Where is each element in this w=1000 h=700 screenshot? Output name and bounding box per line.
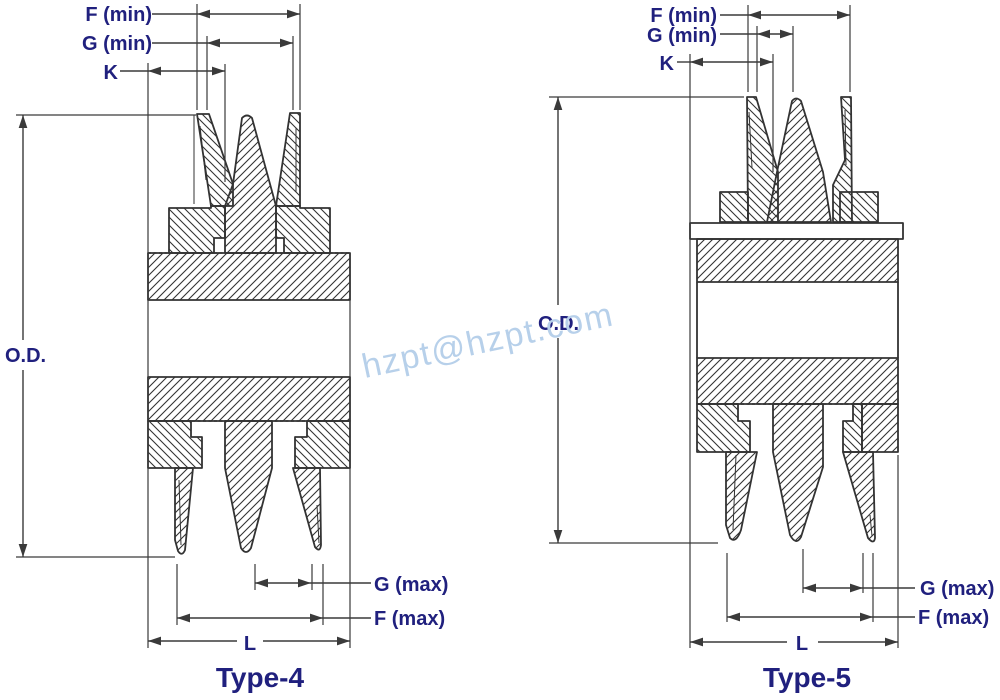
type5-top-right-flange-blade (832, 96, 853, 223)
type4-upper-left-hub-block (168, 205, 226, 254)
type4-upper-right-hub-block (275, 205, 331, 254)
type4-dim-label-od: O.D. (5, 345, 46, 367)
type5-extension-lines (549, 5, 899, 648)
type5-lower-rim (696, 357, 899, 405)
type5-bottom-left-flange-blade (725, 451, 758, 541)
pulley-type4-drawing: F (min) G (min) K O.D. G (max) F (max) L… (5, 4, 448, 693)
type4-dim-label-f-min: F (min) (85, 4, 152, 26)
type5-lower-left-hub-block (696, 403, 751, 453)
type5-fine-detail-lines (732, 109, 873, 537)
type4-dim-label-k: K (104, 62, 119, 84)
type5-upper-left-hub-block (719, 191, 749, 223)
type5-lower-right-hub-block (842, 403, 863, 453)
type5-bottom-center-cone (772, 403, 824, 542)
type4-dim-label-f-max: F (max) (374, 608, 445, 630)
type5-bottom-right-flange-blade (842, 451, 876, 543)
type4-bottom-right-flange-blade (292, 467, 322, 551)
type4-body (147, 112, 351, 555)
type4-caption: Type-4 (216, 662, 305, 693)
type4-upper-rim (147, 252, 351, 301)
type5-labels: F (min) G (min) K O.D. G (max) F (max) L… (538, 5, 994, 693)
type4-bottom-left-flange-blade (174, 467, 194, 555)
type4-top-left-flange-blade (196, 113, 234, 207)
type4-fine-detail-lines (178, 115, 320, 546)
type4-lower-right-hub-block (294, 420, 351, 469)
type4-top-center-cone (224, 114, 277, 254)
type5-dim-label-g-max: G (max) (920, 578, 994, 600)
type5-dim-label-f-min: F (min) (650, 5, 717, 27)
type5-dim-label-l: L (796, 633, 808, 655)
type4-dim-label-g-max: G (max) (374, 574, 448, 596)
type4-lower-left-hub-block (147, 420, 203, 469)
type4-dim-label-g-min: G (min) (82, 33, 152, 55)
type4-lower-rim (147, 376, 351, 422)
type5-dim-label-k: K (660, 53, 675, 75)
type4-labels: F (min) G (min) K O.D. G (max) F (max) L… (5, 4, 448, 693)
type5-dimension-lines (553, 10, 915, 647)
pulley-type5-drawing: F (min) G (min) K O.D. G (max) F (max) L… (538, 5, 994, 693)
type5-top-center-cone (766, 97, 832, 223)
type4-dimension-lines (18, 9, 371, 646)
type5-lower-right-hub-block-outer (861, 403, 899, 453)
type5-upper-right-hub-block (839, 191, 879, 223)
type5-dim-label-f-max: F (max) (918, 607, 989, 629)
type5-dim-label-od: O.D. (538, 313, 579, 335)
type4-dim-label-l: L (244, 633, 256, 655)
type5-dim-label-g-min: G (min) (647, 25, 717, 47)
type5-caption: Type-5 (763, 662, 851, 693)
type4-bottom-center-cone (224, 420, 273, 553)
type5-flange-plate (689, 222, 904, 240)
type5-upper-rim (696, 238, 899, 283)
type5-body (689, 96, 904, 543)
